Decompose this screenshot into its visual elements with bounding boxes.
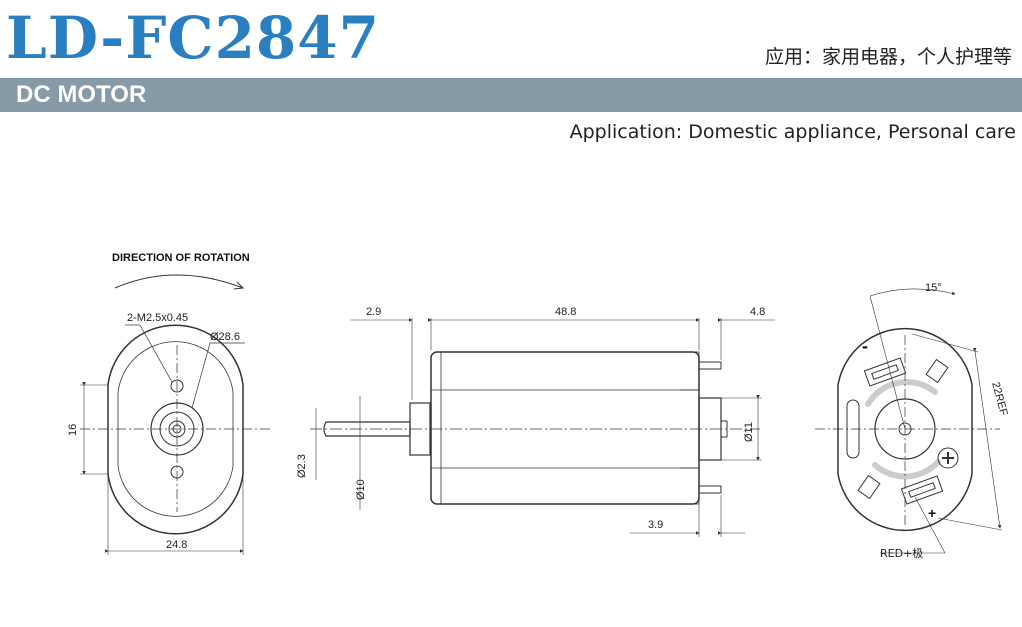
side-shaft	[323, 421, 411, 437]
front-width-dim: 24.8	[166, 539, 187, 551]
application-cn: 应用：家用电器，个人护理等	[764, 46, 1012, 68]
boss-diameter-dim: Ø10	[355, 479, 367, 500]
bearing-diameter-dim: Ø11	[743, 422, 755, 442]
side-terminal-bottom	[698, 485, 722, 494]
rear-tab-top	[925, 358, 949, 384]
radius-ref-dim: 22REF	[989, 381, 1010, 417]
front-body-inner	[117, 341, 234, 517]
side-boss	[409, 402, 431, 456]
minus-mark: -	[862, 336, 868, 356]
negative-terminal	[863, 357, 907, 387]
screw-hole-bottom	[170, 465, 184, 479]
category-label: DC MOTOR	[16, 81, 147, 108]
side-body	[430, 351, 700, 505]
front-boss	[150, 402, 204, 456]
rotation-arrowhead	[233, 281, 245, 290]
angle-dim: 15°	[925, 282, 942, 294]
rear-shaft	[898, 422, 912, 436]
rear-slot	[846, 399, 860, 459]
body-length-dim: 48.8	[555, 306, 576, 318]
front-diameter: Ø28.6	[210, 331, 240, 343]
side-rear-bearing	[698, 397, 722, 461]
shaft-length-dim: 2.9	[366, 306, 381, 318]
rear-body-outline	[837, 327, 973, 532]
front-body-outline	[107, 324, 244, 535]
application-en: Application: Domestic appliance, Persona…	[569, 121, 1016, 143]
category-band: DC MOTOR	[0, 78, 1022, 112]
rear-view	[815, 288, 1003, 554]
positive-terminal	[900, 475, 944, 505]
front-shaft-outer	[168, 420, 186, 438]
rotation-label: DIRECTION OF ROTATION	[112, 252, 250, 264]
screw-hole-top	[170, 379, 184, 393]
terminal-length-dim: 4.8	[750, 306, 765, 318]
plus-mark: +	[928, 505, 936, 521]
front-height-dim: 16	[67, 424, 79, 436]
lead-note: RED+极	[880, 546, 923, 560]
rear-screw	[937, 447, 959, 469]
rear-tab-bottom	[857, 474, 881, 500]
model-title: LD-FC2847	[6, 4, 380, 72]
front-shaft	[172, 424, 182, 434]
front-bearing	[159, 411, 195, 447]
bottom-offset-dim: 3.9	[648, 519, 663, 531]
shaft-diameter-dim: Ø2.3	[296, 454, 308, 478]
rotation-arc	[114, 274, 244, 289]
rear-boss	[874, 398, 936, 460]
front-view	[80, 274, 272, 555]
side-terminal-top	[698, 361, 722, 370]
thread-note: 2-M2.5x0.45	[127, 312, 188, 324]
side-view	[310, 318, 775, 537]
